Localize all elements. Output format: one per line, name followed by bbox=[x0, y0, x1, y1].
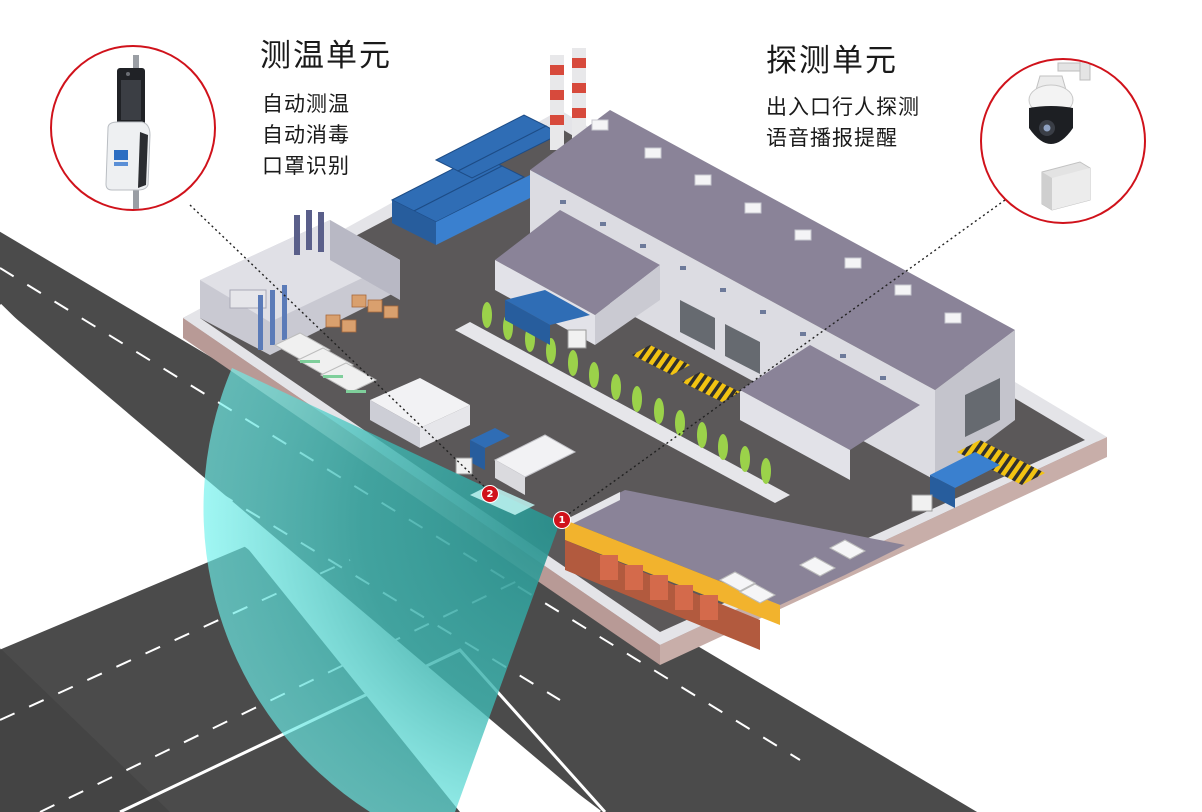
blue-containers bbox=[390, 114, 562, 245]
chimneys bbox=[550, 48, 586, 150]
leader-line-temp bbox=[189, 204, 491, 493]
marker-detect-unit[interactable]: 1 bbox=[553, 511, 571, 529]
temp-feature-item: 自动测温 bbox=[262, 92, 350, 116]
detect-unit-features: 出入口行人探测 语音播报提醒 bbox=[766, 92, 920, 154]
detection-zone bbox=[203, 368, 560, 812]
ptz-camera-icon bbox=[1028, 60, 1091, 144]
left-enclosure bbox=[200, 210, 400, 393]
radar-sensor-icon bbox=[1041, 161, 1091, 211]
tree-row bbox=[455, 302, 790, 503]
detect-feature-item: 语音播报提醒 bbox=[766, 126, 898, 150]
marker-temp-unit[interactable]: 2 bbox=[481, 485, 499, 503]
leader-line-detect bbox=[562, 199, 1006, 519]
temp-unit-title: 测温单元 bbox=[260, 38, 392, 74]
trucks bbox=[455, 290, 1000, 512]
detection-device-callout bbox=[980, 58, 1146, 224]
temperature-terminal-callout bbox=[50, 45, 216, 211]
detect-feature-item: 出入口行人探测 bbox=[766, 95, 920, 119]
temp-unit-features: 自动测温 自动消毒 口罩识别 bbox=[262, 89, 350, 182]
south-annex bbox=[565, 490, 905, 650]
detect-unit-title: 探测单元 bbox=[766, 43, 898, 79]
temperature-terminal-icon bbox=[105, 55, 151, 209]
temp-feature-item: 口罩识别 bbox=[262, 154, 350, 178]
temp-feature-item: 自动消毒 bbox=[262, 123, 350, 147]
